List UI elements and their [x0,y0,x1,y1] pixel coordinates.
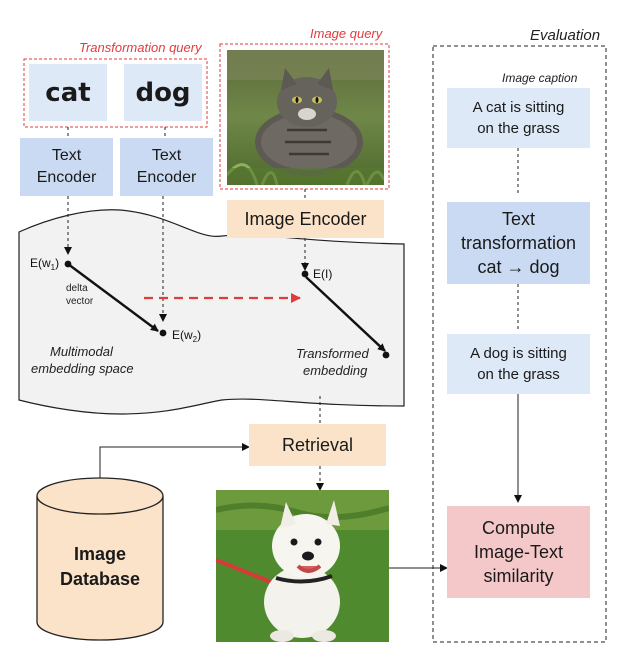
transformed-label-line-1: Transformed [296,346,369,361]
database-cylinder [36,496,164,641]
embedding-space-sheet [18,209,405,415]
database-cylinder-top [36,477,164,515]
target-word-dog: dog [124,64,202,121]
point-transformed [382,351,390,359]
retrieval-box: Retrieval [249,424,386,466]
image-query-frame [219,43,390,190]
image-encoder: Image Encoder [227,200,384,238]
transformation-query-label: Transformation query [79,40,202,55]
transformation-query-frame [23,58,208,128]
label-e-w2: E(w2) [172,328,201,344]
transformed-vector-arrow [305,276,386,352]
multimodal-space-label-line-1: Multimodal [50,344,113,359]
evaluation-label: Evaluation [530,27,601,44]
label-e-w1: E(w1) [30,256,59,272]
delta-label-line-2: vector [66,296,94,307]
label-e-i: E(I) [313,267,332,281]
cat-photo [227,50,384,185]
evaluation-frame [432,45,607,643]
transformed-label-line-2: embedding [303,363,368,378]
point-e-w2 [159,329,167,337]
point-e-i [301,270,309,278]
delta-vector-arrow [67,263,159,332]
delta-label-line-1: delta [66,283,88,294]
image-query-label: Image query [310,26,383,41]
point-e-w1 [64,260,72,268]
dog-photo [216,490,389,642]
source-word-cat: cat [29,64,107,121]
image-caption-label: Image caption [502,71,578,85]
connector-database-retrieval [99,443,250,488]
multimodal-space-label-line-2: embedding space [31,361,134,376]
